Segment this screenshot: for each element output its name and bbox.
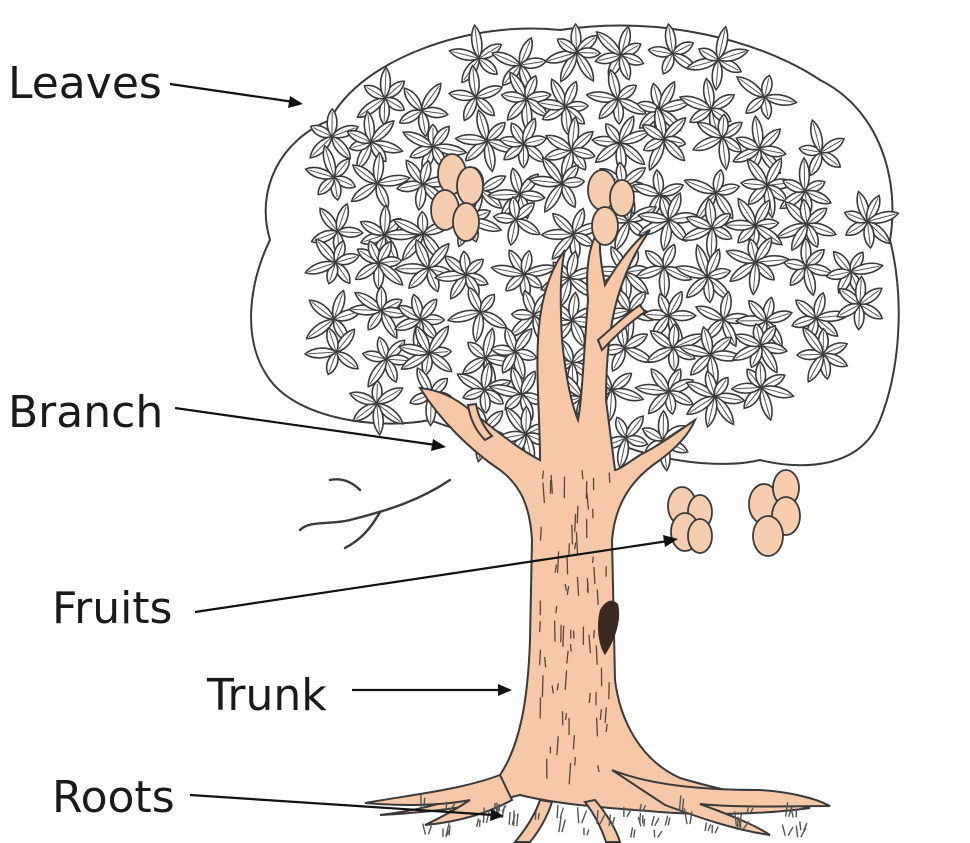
bark-stroke (597, 590, 598, 605)
bark-stroke (572, 525, 573, 545)
grass-tuft (705, 822, 711, 831)
bark-stroke (593, 557, 594, 563)
bark-stroke (575, 757, 576, 766)
bark-stroke (571, 644, 572, 652)
fruit-cluster-far-right (749, 470, 800, 556)
tree-canopy (251, 23, 899, 471)
label-branch: Branch (8, 387, 163, 438)
leaf-vein (377, 384, 378, 402)
grass-tuft (578, 807, 587, 823)
grass-tuft (557, 805, 563, 818)
label-fruits: Fruits (52, 583, 172, 634)
grass-tuft (652, 816, 659, 826)
bark-stroke (540, 650, 541, 666)
leader-trunk (352, 684, 512, 696)
bark-stroke (575, 514, 576, 532)
bark-stroke (563, 626, 564, 647)
grass-tuft (712, 825, 718, 833)
bark-stroke (582, 470, 583, 479)
label-leaves: Leaves (8, 58, 162, 109)
bark-stroke (609, 473, 610, 483)
bark-stroke (566, 713, 567, 720)
fruit-cluster-right-low (668, 487, 712, 553)
leaf-vein (800, 354, 821, 355)
grass-tuft (559, 817, 565, 833)
leaf-vein (804, 161, 805, 189)
bark-stroke (587, 583, 588, 591)
bark-stroke (542, 675, 543, 697)
bare-twigs (300, 479, 450, 548)
grass-tuft (584, 828, 589, 835)
grass-tuft (782, 825, 793, 836)
label-roots: Roots (52, 772, 175, 823)
grass-tuft (631, 827, 635, 837)
grass-tuft (665, 816, 670, 826)
bark-stroke (589, 693, 590, 703)
grass-tuft (477, 818, 481, 826)
leaf-vein (384, 100, 385, 121)
bark-stroke (567, 555, 568, 574)
bark-stroke (594, 630, 595, 638)
label-trunk: Trunk (206, 670, 327, 721)
leaf-vein (578, 52, 597, 53)
bark-stroke (597, 718, 598, 737)
grass-tuft (638, 817, 644, 826)
bark-stroke (541, 527, 542, 541)
grass-tuft (654, 830, 662, 838)
bark-stroke (606, 724, 607, 732)
bark-stroke (540, 621, 541, 632)
leader-leaves (170, 84, 303, 108)
bark-stroke (577, 506, 578, 524)
